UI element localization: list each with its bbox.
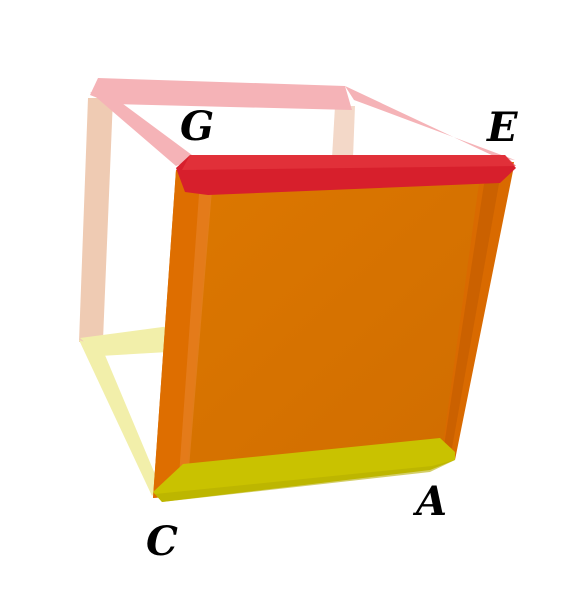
vertex-label-c: C	[146, 518, 178, 565]
front-face-panel	[153, 162, 514, 498]
vertex-label-a: A	[416, 478, 448, 525]
front-right-bar-inner	[444, 178, 500, 448]
vertex-label-e: E	[487, 104, 518, 151]
left-bottom-edge	[79, 340, 160, 496]
back-top-edge	[90, 78, 352, 110]
front-top-edge-highlight	[182, 155, 516, 170]
back-edges	[79, 78, 515, 496]
back-right-post	[332, 106, 355, 158]
front-bottom-edge-shade	[155, 460, 455, 502]
vertex-label-g: G	[180, 103, 215, 150]
front-bottom-edge	[153, 438, 455, 502]
back-bottom-edge	[80, 326, 170, 356]
back-left-post	[79, 98, 113, 342]
left-top-edge	[90, 92, 196, 166]
front-face	[153, 155, 516, 502]
front-left-bar-inner	[178, 180, 212, 490]
